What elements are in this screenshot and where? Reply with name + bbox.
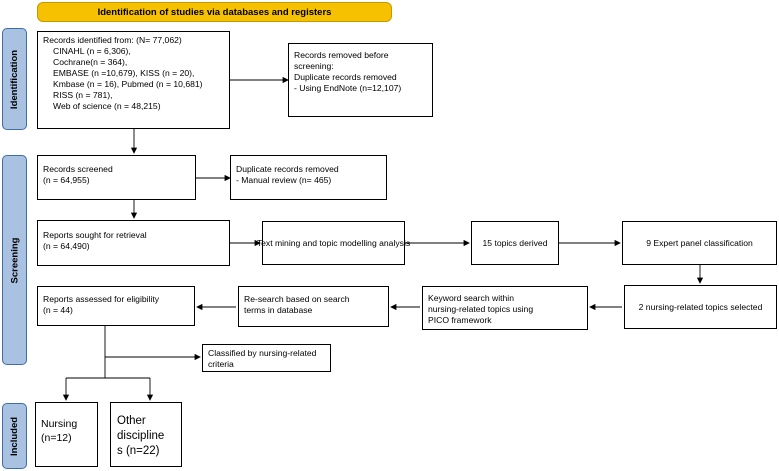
classified-line: Classified by nursing-related: [208, 348, 317, 358]
expert-panel-box: 9 Expert panel classification: [622, 221, 777, 265]
duplicate-line: - Manual review (n= 465): [236, 175, 332, 185]
removed-line: Duplicate records removed: [294, 72, 397, 82]
sought-count: (n = 64,490): [43, 241, 90, 251]
topics-derived-box: 15 topics derived: [471, 221, 559, 265]
topics-derived-label: 15 topics derived: [482, 237, 548, 248]
nursing-topics-selected-label: 2 nursing-related topics selected: [638, 301, 763, 312]
records-identified-box: Records identified from: (N= 77,062) CIN…: [37, 31, 230, 129]
expert-panel-label: 9 Expert panel classification: [646, 237, 753, 248]
header-title: Identification of studies via databases …: [97, 6, 332, 18]
nursing-box: Nursing (n=12): [35, 402, 98, 467]
re-search-box: Re-search based on search terms in datab…: [238, 286, 389, 327]
keyword-line: Keyword search within: [428, 293, 514, 303]
stage-screening: Screening: [2, 155, 27, 365]
source-line: Cochrane(n = 364),: [53, 57, 128, 67]
screened-count: (n = 64,955): [43, 175, 90, 185]
source-line: EMBASE (n =10,679), KISS (n = 20),: [53, 68, 195, 78]
other-label: Other: [117, 415, 146, 427]
nursing-count: (n=12): [41, 432, 72, 444]
removed-line: - Using EndNote (n=12,107): [294, 83, 402, 93]
keyword-search-box: Keyword search within nursing-related to…: [422, 286, 588, 330]
keyword-line: PICO framework: [428, 315, 492, 325]
classified-box: Classified by nursing-related criteria: [202, 344, 331, 372]
removed-before-screening-box: Records removed before screening: Duplic…: [288, 43, 433, 117]
reports-sought-box: Reports sought for retrieval (n = 64,490…: [37, 220, 230, 266]
duplicate-manual-box: Duplicate records removed - Manual revie…: [230, 155, 387, 200]
sought-label: Reports sought for retrieval: [43, 230, 147, 240]
nursing-label: Nursing: [41, 418, 78, 430]
records-screened-box: Records screened (n = 64,955): [37, 155, 196, 200]
records-identified-title: Records identified from: (N= 77,062): [43, 35, 182, 45]
text-mining-label: Text mining and topic modelling analysis: [256, 237, 411, 248]
other-count: s (n=22): [117, 445, 160, 457]
duplicate-line: Duplicate records removed: [236, 164, 339, 174]
re-search-line: terms in database: [244, 305, 313, 315]
other-label: discipline: [117, 430, 165, 442]
other-disciplines-box: Other discipline s (n=22): [110, 402, 182, 467]
assessed-count: (n = 44): [43, 305, 73, 315]
assessed-label: Reports assessed for eligibility: [43, 294, 160, 304]
screened-label: Records screened: [43, 164, 113, 174]
source-line: RISS (n = 781),: [53, 90, 113, 100]
stage-identification: Identification: [2, 28, 27, 130]
removed-line: Records removed before: [294, 50, 389, 60]
keyword-line: nursing-related topics using: [428, 304, 534, 314]
header-banner: Identification of studies via databases …: [37, 2, 392, 22]
re-search-line: Re-search based on search: [244, 294, 350, 304]
source-line: CINAHL (n = 6,306),: [53, 46, 131, 56]
classified-line: criteria: [208, 359, 234, 369]
text-mining-box: Text mining and topic modelling analysis: [257, 221, 410, 265]
reports-assessed-box: Reports assessed for eligibility (n = 44…: [37, 286, 195, 326]
nursing-topics-selected-box: 2 nursing-related topics selected: [624, 285, 777, 329]
source-line: Web of science (n = 48,215): [53, 101, 161, 111]
source-line: Kmbase (n = 16), Pubmed (n = 10,681): [53, 79, 203, 89]
removed-line: screening:: [294, 61, 334, 71]
stage-included: Included: [2, 403, 27, 469]
